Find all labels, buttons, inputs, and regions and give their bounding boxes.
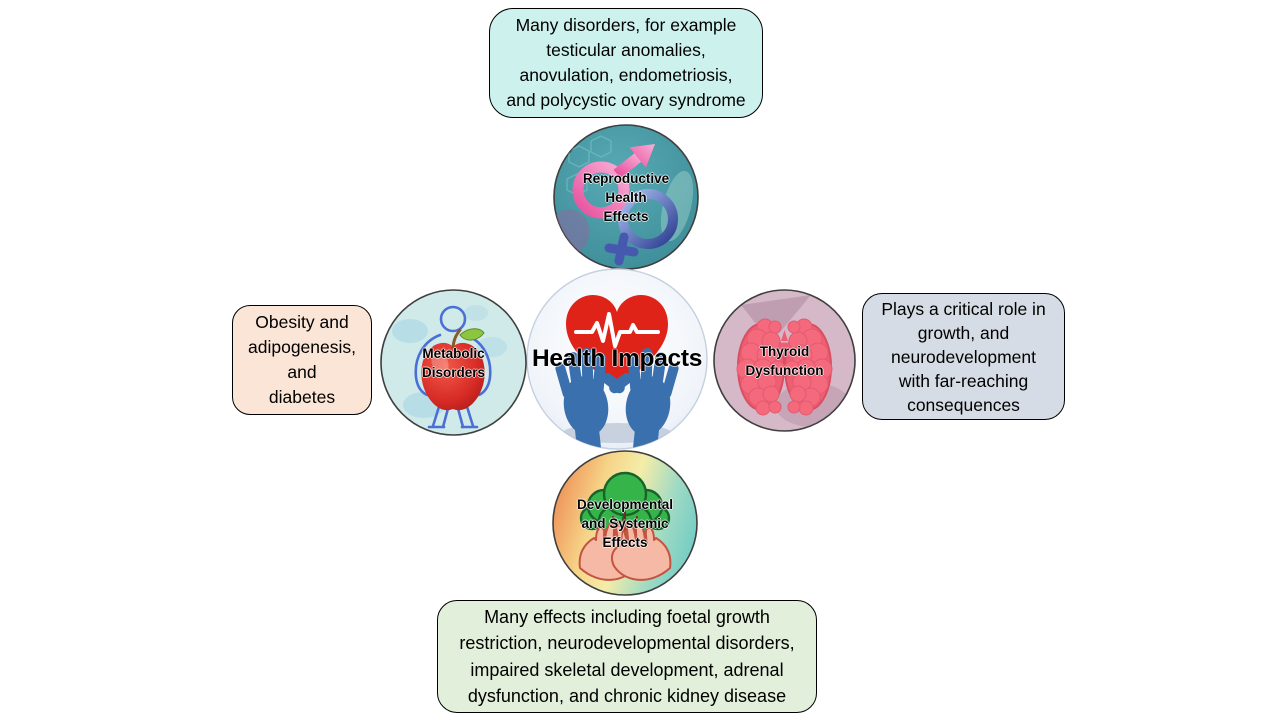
thyroid-gland-icon xyxy=(713,289,856,432)
thyroid-node-label: Thyroid Dysfunction xyxy=(745,343,824,378)
metabolic-effects-callout: Obesity and adipogenesis, and diabetes xyxy=(232,305,372,415)
reproductive-effects-callout: Many disorders, for example testicular a… xyxy=(489,8,763,118)
heart-in-hands-icon xyxy=(526,268,708,450)
male-female-gender-icon xyxy=(553,124,699,270)
health-impacts-center-node: Health Impacts xyxy=(526,268,708,450)
metabolic-disorders-node: Metabolic Disorders xyxy=(380,289,527,436)
metabolic-node-label: Metabolic Disorders xyxy=(421,345,486,380)
thyroid-dysfunction-node: Thyroid Dysfunction xyxy=(713,289,856,432)
developmental-effects-callout: Many effects including foetal growth res… xyxy=(437,600,817,713)
obese-figure-apple-icon xyxy=(380,289,527,436)
reproductive-node-label: Reproductive Health Effects xyxy=(582,170,670,224)
developmental-systemic-node: Developmental and Systemic Effects xyxy=(552,450,698,596)
center-node-label: Health Impacts xyxy=(531,345,703,372)
developmental-node-label: Developmental and Systemic Effects xyxy=(576,496,674,550)
reproductive-health-node: Reproductive Health Effects xyxy=(553,124,699,270)
thyroid-effects-callout: Plays a critical role in growth, and neu… xyxy=(862,293,1065,420)
tree-in-hands-icon xyxy=(552,450,698,596)
